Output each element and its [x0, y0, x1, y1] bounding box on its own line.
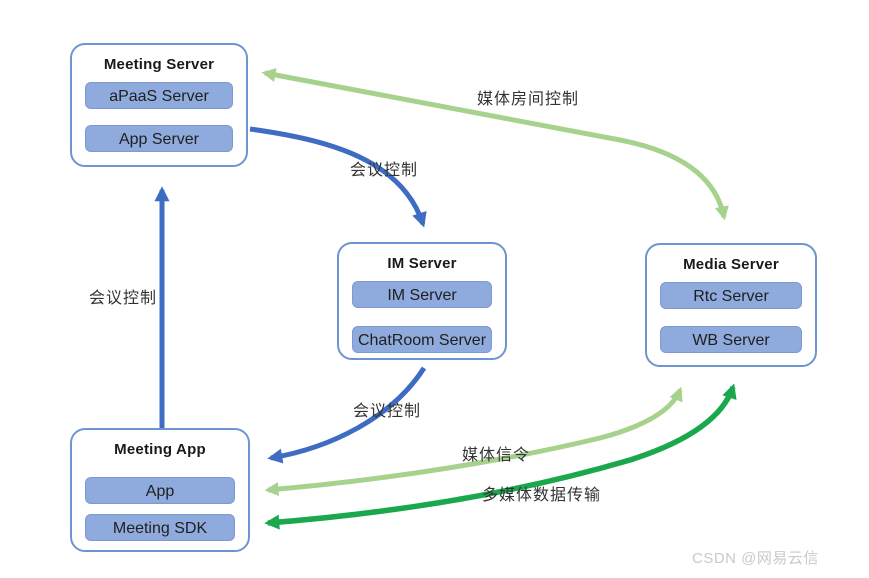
- node-item-wb-server: WB Server: [660, 326, 802, 353]
- node-items: Rtc Server WB Server: [647, 282, 815, 353]
- edge-label-media-signaling: 媒体信令: [462, 447, 531, 464]
- node-title: Media Server: [683, 256, 779, 273]
- node-item-chatroom-server: ChatRoom Server: [352, 326, 492, 353]
- edge-multimedia-data-transfer: [264, 383, 737, 530]
- node-item-apaas-server: aPaaS Server: [85, 82, 233, 109]
- node-meeting-server: Meeting Server aPaaS Server App Server: [70, 43, 248, 167]
- node-items: IM Server ChatRoom Server: [339, 281, 505, 353]
- watermark-text: CSDN @网易云信: [692, 550, 819, 567]
- node-media-server: Media Server Rtc Server WB Server: [645, 243, 817, 367]
- edge-label-media-room-control: 媒体房间控制: [477, 91, 580, 108]
- node-title: Meeting Server: [103, 56, 215, 73]
- node-item-app: App: [85, 477, 235, 504]
- edge-label-multimedia-data-transfer: 多媒体数据传输: [482, 487, 602, 504]
- node-item-meeting-sdk: Meeting SDK: [85, 514, 235, 541]
- node-im-server: IM Server IM Server ChatRoom Server: [337, 242, 507, 360]
- node-item-app-server: App Server: [85, 125, 233, 152]
- node-items: aPaaS Server App Server: [72, 82, 246, 152]
- edge-label-meeting-control-bottom: 会议控制: [353, 403, 422, 420]
- edge-label-meeting-control-vertical: 会议控制: [89, 290, 158, 307]
- node-items: App Meeting SDK: [72, 477, 248, 541]
- node-item-im-server: IM Server: [352, 281, 492, 308]
- node-meeting-app: Meeting App App Meeting SDK: [70, 428, 250, 552]
- node-title: IM Server: [387, 255, 457, 272]
- node-item-rtc-server: Rtc Server: [660, 282, 802, 309]
- node-title: Meeting App: [114, 441, 206, 458]
- edge-label-meeting-control-top: 会议控制: [350, 162, 419, 179]
- edge-media-room-control: [261, 68, 729, 221]
